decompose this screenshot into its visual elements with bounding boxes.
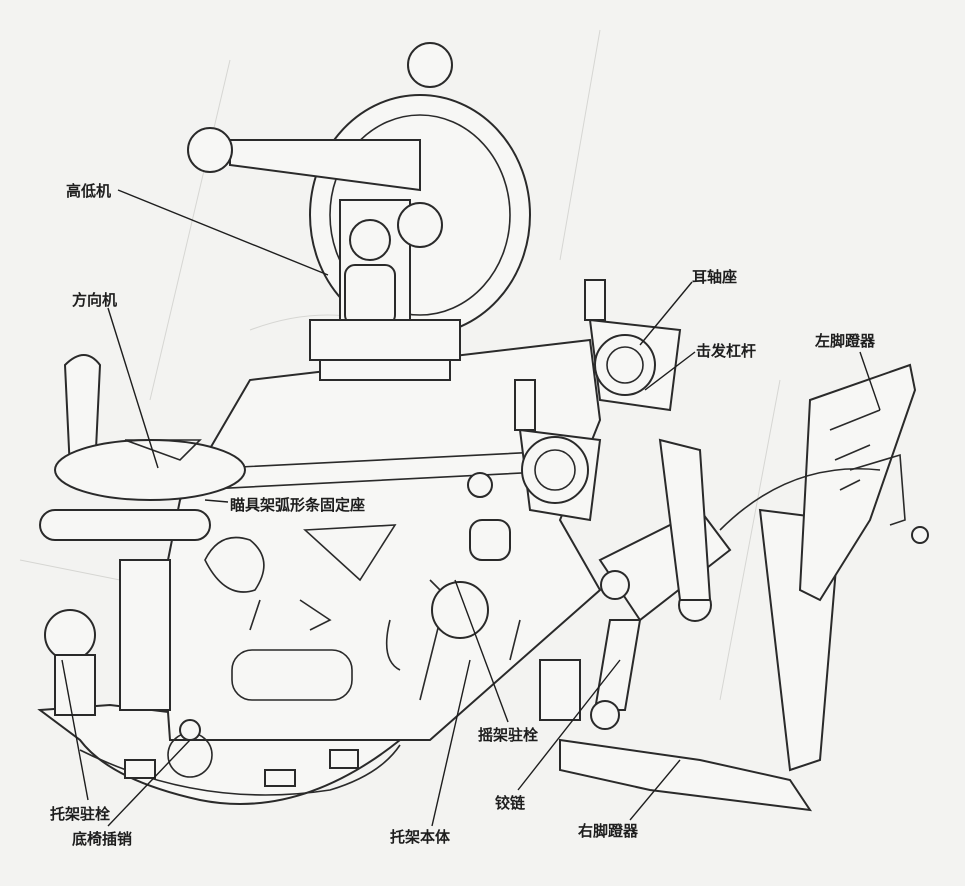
label-right-foot-pedal: 右脚蹬器 — [578, 822, 639, 840]
elevating-mechanism — [187, 42, 531, 381]
leader-lines — [61, 189, 881, 827]
label-bracket-body: 托架本体 — [390, 828, 451, 846]
pins — [167, 719, 213, 778]
label-traversing-mechanism: 方向机 — [72, 291, 118, 309]
label-base-seat-pin: 底椅插销 — [72, 830, 133, 848]
label-cradle-lock-pin: 摇架驻栓 — [478, 726, 539, 744]
label-elevating-mechanism: 高低机 — [66, 182, 112, 200]
label-sight-arc-mount: 瞄具架弧形条固定座 — [230, 496, 366, 514]
label-left-foot-pedal: 左脚蹬器 — [815, 332, 876, 350]
label-trunnion-seat: 耳轴座 — [692, 268, 738, 286]
label-bracket-lock-pin: 托架驻栓 — [50, 805, 111, 823]
label-firing-lever: 击发杠杆 — [696, 342, 757, 360]
trunnion-seats — [431, 279, 682, 639]
left-pedal — [719, 363, 929, 602]
traversing-mechanism — [39, 354, 246, 716]
label-hinge: 铰链 — [495, 794, 526, 812]
